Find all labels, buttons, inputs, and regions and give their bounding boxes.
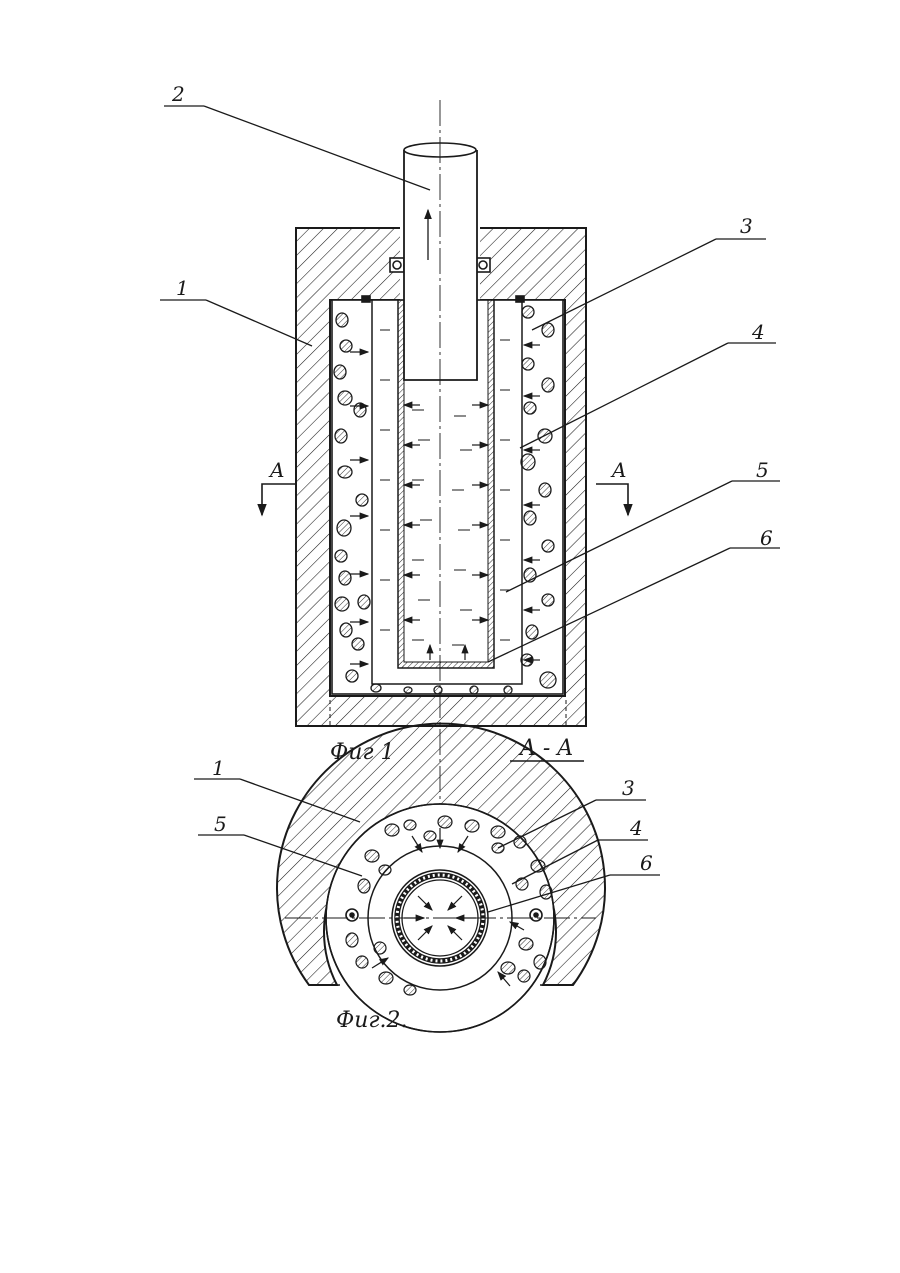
section-mark-right: A — [612, 460, 626, 480]
callout-5: 5 — [756, 460, 769, 480]
figure-2 — [194, 724, 660, 1032]
section-callout-4: 4 — [630, 818, 643, 838]
seal-left — [390, 258, 404, 272]
figure-1-caption: Фиг 1 — [330, 742, 395, 764]
callout-3: 3 — [740, 216, 753, 236]
section-callout-6: 6 — [640, 853, 653, 873]
section-callout-5: 5 — [214, 814, 227, 834]
callout-4: 4 — [752, 322, 765, 342]
seal-right — [476, 258, 490, 272]
callout-6: 6 — [760, 528, 773, 548]
figure-2-caption: Фиг.2. — [336, 1010, 408, 1032]
callout-1: 1 — [176, 278, 189, 298]
callout-2: 2 — [172, 84, 185, 104]
section-mark-left: A — [270, 460, 284, 480]
section-callout-3: 3 — [622, 778, 635, 798]
section-callout-1: 1 — [212, 758, 225, 778]
section-title: A - A — [520, 738, 573, 760]
